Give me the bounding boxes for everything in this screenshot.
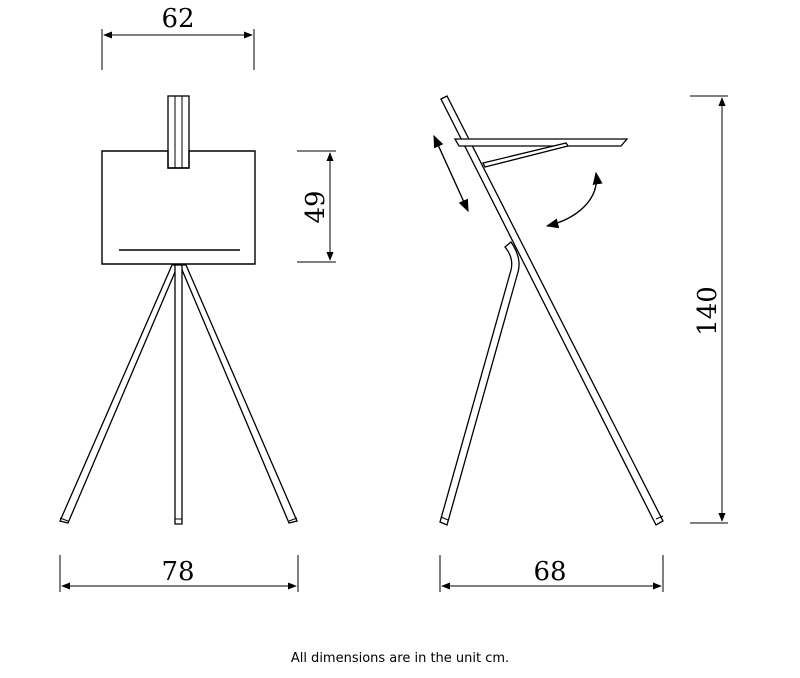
front-board [101, 150, 256, 265]
front-width-label: 62 [161, 4, 194, 34]
side-shelf [453, 138, 629, 168]
board-height-label: 49 [301, 190, 331, 223]
board-height-dimension: 49 [297, 150, 336, 263]
units-footnote: All dimensions are in the unit cm. [290, 651, 510, 666]
front-tripod-legs [59, 264, 298, 525]
side-base-dimension: 68 [439, 555, 664, 592]
front-base-label: 78 [161, 557, 194, 587]
side-main-leg [440, 95, 664, 526]
front-view: 62 78 [59, 4, 299, 592]
side-base-label: 68 [533, 557, 566, 587]
front-mast [167, 95, 190, 169]
tilt-arrow [433, 134, 469, 213]
total-height-label: 140 [693, 286, 723, 336]
side-view: 68 [433, 95, 664, 592]
front-base-dimension: 78 [59, 555, 299, 592]
rotation-arrow [545, 171, 603, 229]
total-height-dimension: 140 [690, 95, 728, 524]
front-width-dimension: 62 [101, 4, 255, 70]
side-front-leg [439, 241, 520, 526]
